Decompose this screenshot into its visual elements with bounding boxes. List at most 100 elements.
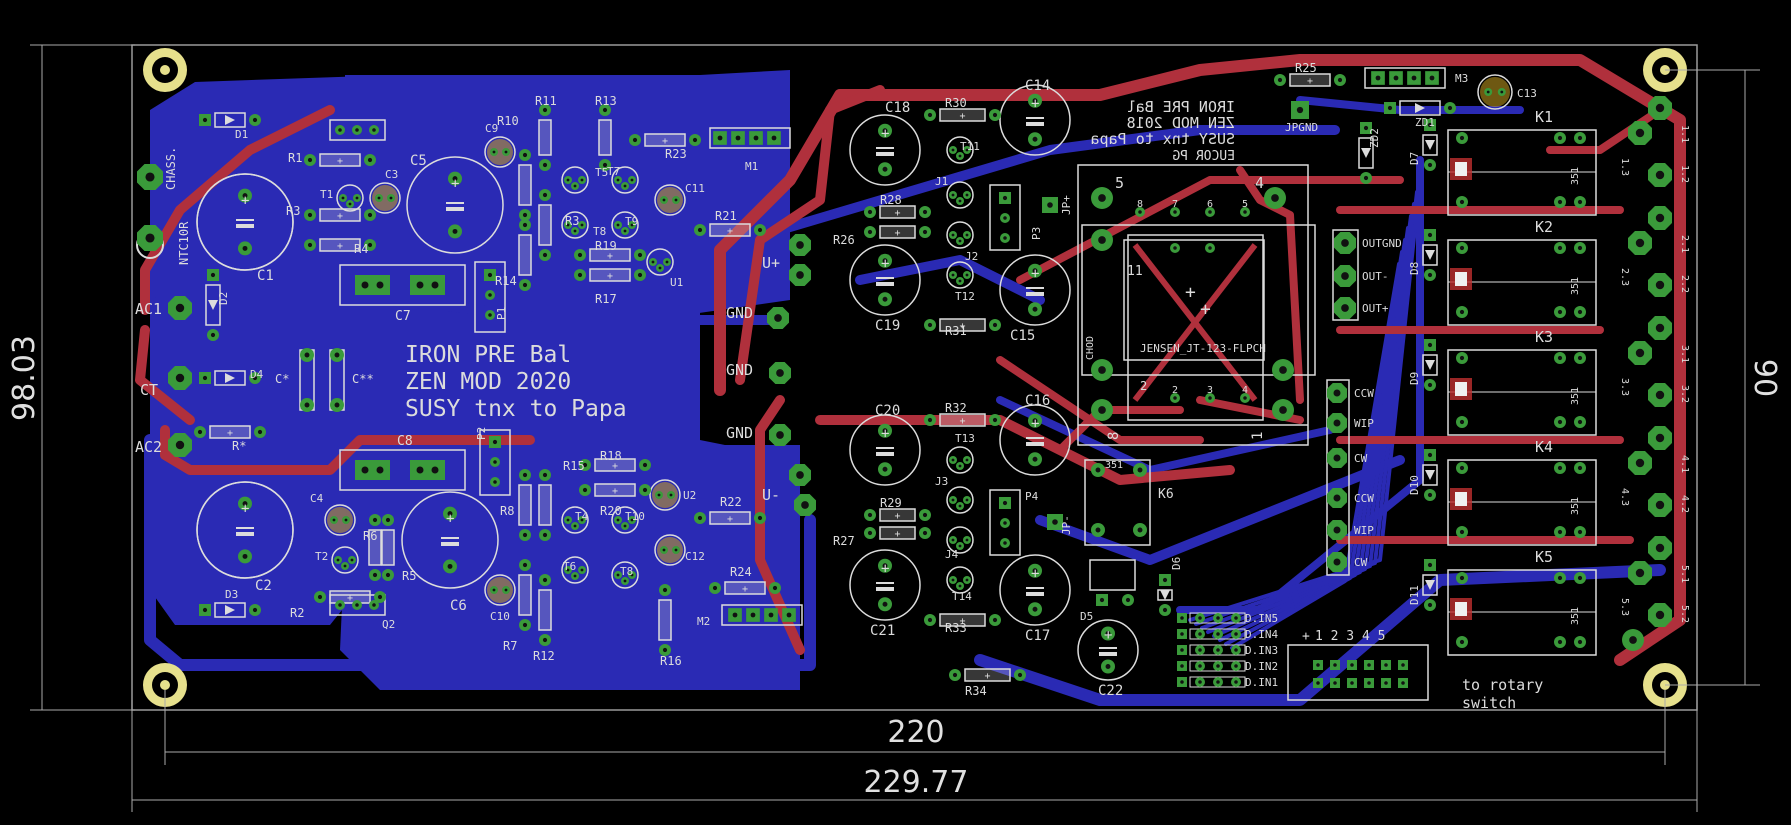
- pad-hole: [882, 258, 888, 264]
- resistor-body: [939, 318, 986, 332]
- pad-hole: [1655, 323, 1665, 333]
- pad-hole: [1427, 492, 1433, 498]
- ac2-label: AC2: [135, 438, 162, 456]
- pad-hole: [1333, 454, 1341, 462]
- capacitor-outline: [369, 182, 401, 214]
- pad-hole: [336, 558, 340, 562]
- pad-hole: [1427, 382, 1433, 388]
- pad-hole: [452, 176, 458, 182]
- rail-label: U+: [762, 254, 780, 272]
- relay-pin-label: 3.3: [1619, 378, 1630, 396]
- pad-hole: [882, 166, 888, 172]
- pad-hole: [1216, 616, 1220, 620]
- resistor-fill: [599, 120, 611, 155]
- header-plus: +: [1302, 629, 1310, 644]
- component-ref: T13: [955, 432, 975, 445]
- pad-hole: [1557, 355, 1563, 361]
- diode-symbol: [1425, 360, 1435, 370]
- pad-hole: [1655, 170, 1665, 180]
- pad-hole: [1216, 632, 1220, 636]
- capacitor-fill: [487, 577, 513, 603]
- din-resistor: [1189, 676, 1246, 688]
- ntc-label: NTC10R: [177, 221, 191, 265]
- component-ref: C15: [1010, 328, 1035, 344]
- pad-hole: [669, 493, 673, 497]
- pad-hole: [1032, 456, 1038, 462]
- resistor-fill: [210, 426, 250, 438]
- component-ref: R24: [730, 565, 752, 579]
- component-ref: C*: [275, 372, 289, 386]
- relay-pin-label: 3.2: [1679, 385, 1690, 403]
- pad-hole: [965, 578, 969, 582]
- trace: [1218, 238, 1407, 642]
- cap-plate: [876, 582, 894, 584]
- transformer-side-label: 8: [1106, 432, 1122, 440]
- pad-hole: [1198, 616, 1202, 620]
- resistor-body: [538, 589, 552, 631]
- pad-hole: [867, 209, 873, 215]
- pad-hole: [338, 603, 342, 607]
- cap-plate: [876, 282, 894, 286]
- pad-hole: [951, 273, 955, 277]
- pad-hole: [927, 617, 933, 623]
- pad-hole: [1003, 236, 1007, 240]
- pad-hole: [416, 281, 424, 289]
- header-pin-numbers: 1 2 3 4 5: [1315, 629, 1385, 644]
- output-label: OUT-: [1362, 270, 1389, 283]
- pad-hole: [602, 162, 608, 168]
- component-ref: R1: [288, 151, 302, 165]
- transistor-outline: [946, 221, 974, 249]
- trace: [1230, 262, 1401, 650]
- pad-hole: [965, 458, 969, 462]
- transformer-pin-label: 5: [1242, 199, 1248, 210]
- polarity-mark: +: [662, 136, 668, 147]
- component-ref: D9: [1408, 372, 1421, 385]
- relay-pin-label: 4.1: [1679, 455, 1690, 473]
- pad-hole: [1138, 210, 1142, 214]
- component-ref: R21: [715, 209, 737, 223]
- pad-hole: [1459, 309, 1465, 315]
- diode-body: [1358, 137, 1374, 169]
- pad-hole: [623, 184, 627, 188]
- pad-hole: [1427, 342, 1433, 348]
- pad-hole: [958, 464, 962, 468]
- resistor-body: [879, 205, 916, 219]
- component-ref: C14: [1025, 78, 1050, 94]
- pad-hole: [1557, 639, 1563, 645]
- pad-hole: [1655, 390, 1665, 400]
- pad-hole: [882, 601, 888, 607]
- pad-hole: [1577, 355, 1583, 361]
- resistor-body: [1289, 73, 1331, 87]
- cap-plate: [236, 219, 254, 221]
- diode-body: [1422, 574, 1438, 596]
- ac1-label: AC1: [135, 300, 162, 318]
- polarity-mark: +: [227, 428, 233, 439]
- pad-hole: [334, 402, 340, 408]
- transformer-side-label: CHOD: [1085, 336, 1096, 360]
- pad-hole: [522, 622, 528, 628]
- resistor-body: [518, 574, 532, 616]
- component-ref: R12: [533, 649, 555, 663]
- resistor-body: [709, 511, 751, 525]
- component-ref: T10: [625, 510, 645, 523]
- pad-hole: [252, 117, 258, 123]
- dimension-width-inner: 220: [887, 715, 944, 750]
- resistor-body: [589, 248, 631, 262]
- pad-hole: [1173, 396, 1177, 400]
- pad-hole: [377, 196, 381, 200]
- resistor-fill: [539, 590, 551, 630]
- transistor-outline: [646, 248, 674, 276]
- pad-hole: [202, 375, 208, 381]
- relay-pin-label: 2.3: [1619, 268, 1630, 286]
- pad-hole: [958, 504, 962, 508]
- polarity-mark: +: [960, 111, 966, 122]
- transformer-pin-label: 6: [1207, 199, 1213, 210]
- pad-hole: [958, 544, 962, 548]
- resistor-body: [209, 425, 251, 439]
- pad-hole: [542, 192, 548, 198]
- cap-plate: [876, 277, 894, 279]
- component-ref: R3: [565, 214, 579, 228]
- component-ref: R7: [503, 639, 517, 653]
- relay-pin-label: 4.2: [1679, 495, 1690, 513]
- component-ref: R4: [354, 242, 368, 256]
